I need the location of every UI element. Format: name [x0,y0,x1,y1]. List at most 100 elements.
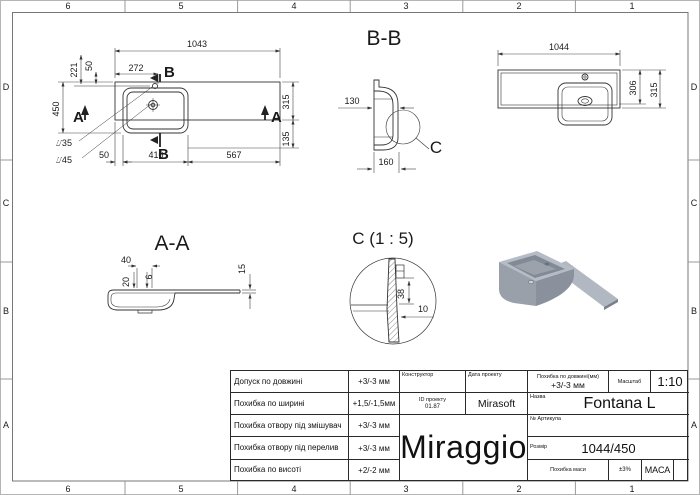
frame-col-bottom: 1 [629,484,634,494]
brand-logo: Miraggio [400,415,528,480]
dim-10: 10 [418,304,428,314]
dim-410: 410 [148,150,163,160]
tolerance-label: Похибка отвору під перелив [231,437,349,460]
bb-inner-profile [374,90,394,146]
section-a-label: A [271,109,282,126]
dim-1043: 1043 [187,39,207,49]
render-faucet-hole [544,262,550,266]
frame-col-bottom: 5 [178,484,183,494]
dim-hole-45: ⌰45 [56,155,72,165]
project-id-label: ID проекту [419,397,446,404]
frame-row-right: C [691,198,698,208]
section-bb-title: B-B [366,27,401,50]
detail-wall-section [386,258,400,343]
tolerance-value: +3/-3 мм [349,415,400,437]
frame-row-right: A [691,420,697,430]
frame-row-left: C [3,198,10,208]
scale-label: Масштаб [609,371,651,393]
article-label: № Артикула [530,416,561,422]
section-b-label: B [164,64,175,81]
dim-272: 272 [128,63,143,73]
mass-label: МАСА [642,460,674,480]
designer-name: Mirasoft [466,393,528,415]
dim-38: 38 [396,289,406,299]
project-date-label: Дата проекту [466,371,528,393]
plan-countertop-outline [114,81,281,121]
tv-basin-inner [561,86,609,122]
detail-c-circle [385,109,421,145]
length-tolerance-label: Похибка по довжині(мм) [537,373,599,380]
tv-faucet-hole [581,73,589,81]
mass-tolerance-label: Похибка маси [528,460,609,480]
dim-221: 221 [69,62,79,77]
frame-col-top: 3 [403,1,408,11]
plan-basin-outer [122,87,189,134]
mass-value-empty [674,460,689,480]
sink-3d-render [499,251,618,310]
frame-row-right: D [691,82,698,92]
product-name: Fontana L [583,394,656,412]
tolerance-label: Допуск по довжині [231,371,349,393]
render-drain-hole [528,280,534,284]
dim-160: 160 [378,157,393,167]
frame-col-top: 6 [65,1,70,11]
plan-basin-inner [126,91,185,130]
section-aa-view: A-A 40 20 6 15 [107,232,256,314]
dim-6: 6 [144,274,154,279]
detail-c-title: C (1 : 5) [352,229,413,248]
tv-inner [500,72,618,106]
frame-col-top: 1 [629,1,634,11]
dim-15: 15 [237,264,247,274]
dim-450: 450 [51,101,61,116]
size-label: Розмір [530,444,548,450]
title-block: Допуск по довжині Похибка по ширині Похи… [230,370,689,481]
dim-315: 315 [281,94,291,109]
aa-outer-profile [107,289,176,311]
tv-basin-outer [557,82,613,126]
dim-130: 130 [344,96,359,106]
length-tolerance-value: +3/-3 мм [551,379,585,390]
mass-tolerance-value: ±3% [609,460,642,480]
bb-outer-profile [373,79,399,151]
dim-306: 306 [628,80,638,95]
frame-row-left: D [3,82,10,92]
tv-drain [577,96,593,106]
plan-faucet-hole [152,83,158,89]
dim-50-top: 50 [84,61,94,71]
frame-col-bottom: 4 [291,484,296,494]
dim-135: 135 [281,131,291,146]
frame-row-left: A [3,420,9,430]
project-id-value: 01.87 [424,403,440,410]
frame-col-top: 4 [291,1,296,11]
section-bb-view: B-B 130 160 C [338,27,442,173]
detail-c-label: C [430,138,442,157]
frame-row-left: B [3,306,9,316]
tolerance-label: Похибка отвору під змішувач [231,415,349,437]
dim-567: 567 [226,150,241,160]
detail-c-view: C (1 : 5) 38 10 [349,229,437,345]
dim-1044: 1044 [549,42,569,52]
constructor-label: Конструктор [400,371,466,393]
section-b-label: B [158,146,169,163]
frame-coordinates: 6 5 4 3 2 1 6 5 4 3 2 1 D C B A D C B A [3,1,698,494]
dim-315-right: 315 [649,82,659,97]
aa-inner-profile [110,292,175,308]
section-a-label: A [73,109,84,126]
scale-value: 1:10 [651,371,689,393]
dim-20: 20 [121,277,131,287]
size-value: 1044/450 [581,440,636,456]
dim-40: 40 [121,255,131,265]
tolerance-label: Похибка по висоті [231,460,349,480]
frame-col-bottom: 2 [516,484,521,494]
tolerance-value: +3/-3 мм [349,371,400,393]
frame-row-right: B [691,306,697,316]
tolerance-label: Похибка по ширині [231,393,349,415]
frame-col-top: 2 [516,1,521,11]
section-aa-title: A-A [154,232,189,255]
dim-50-bottom: 50 [99,150,109,160]
tolerance-value: +2/-2 мм [349,460,400,480]
frame-col-bottom: 3 [403,484,408,494]
detail-boundary-circle [349,257,437,345]
